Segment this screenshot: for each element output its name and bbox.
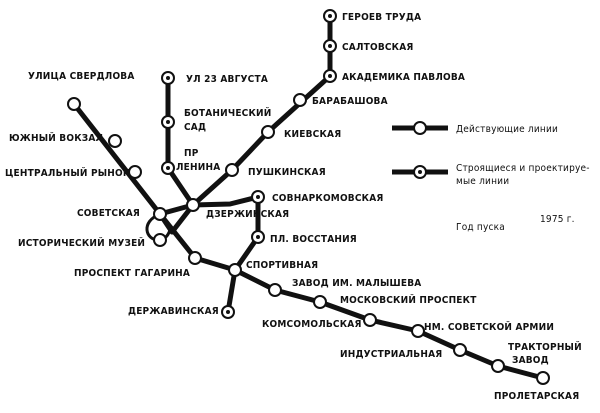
legend-start-year-value: 1975 г.: [540, 214, 575, 225]
label-botanicheskiy-sad-2: САД: [184, 122, 206, 133]
line-3-track: [190, 73, 333, 208]
station-derzhavinskaya[interactable]: [221, 305, 235, 319]
station-ul-23-avgusta[interactable]: [161, 71, 175, 85]
station-pr-lenina[interactable]: [161, 161, 175, 175]
station-zavod-malysheva[interactable]: [268, 283, 282, 297]
label-sportivnaya: СПОРТИВНАЯ: [246, 260, 318, 271]
label-geroev-truda: ГЕРОЕВ ТРУДА: [342, 12, 421, 23]
legend-operating-label: Действующие линии: [456, 124, 558, 135]
station-saltovskaya[interactable]: [323, 39, 337, 53]
station-traktorny-zavod[interactable]: [491, 359, 505, 373]
construction-stations: [161, 9, 337, 319]
label-derzhavinskaya: ДЕРЖАВИНСКАЯ: [128, 306, 219, 317]
stations: [67, 93, 550, 385]
label-saltovskaya: САЛТОВСКАЯ: [342, 42, 414, 53]
station-industrialnaya[interactable]: [453, 343, 467, 357]
station-akademika-pavlova[interactable]: [323, 69, 337, 83]
station-kievskaya[interactable]: [261, 125, 275, 139]
station-sovetskaya[interactable]: [153, 207, 167, 221]
label-industrialnaya: ИНДУСТРИАЛЬНАЯ: [340, 349, 442, 360]
station-sportivnaya[interactable]: [228, 263, 242, 277]
line-sovnarkomovskaya-track: [190, 194, 261, 208]
station-pl-vosstaniya[interactable]: [251, 230, 265, 244]
legend-construction-dot: [418, 170, 422, 174]
label-yuzhny-vokzal: ЮЖНЫЙ ВОКЗАЛ: [9, 131, 103, 144]
station-yuzhny-vokzal[interactable]: [108, 134, 122, 148]
label-proletarskaya: ПРОЛЕТАРСКАЯ: [494, 391, 579, 402]
label-traktorny-zavod-1: ТРАКТОРНЫЙ: [508, 340, 582, 353]
legend-construction: Строящиеся и проектируе- мые линии: [392, 163, 590, 187]
legend: Действующие линии Строящиеся и проектиру…: [392, 121, 590, 233]
legend-operating-circle: [413, 121, 427, 135]
station-prospekt-gagarina[interactable]: [188, 251, 202, 265]
station-geroev-truda[interactable]: [323, 9, 337, 23]
label-nm-sovetskoy-armii: НМ. СОВЕТСКОЙ АРМИИ: [424, 320, 554, 333]
station-labels: ГЕРОЕВ ТРУДА САЛТОВСКАЯ АКАДЕМИКА ПАВЛОВ…: [5, 12, 582, 402]
label-sovnarkomovskaya: СОВНАРКОМОВСКАЯ: [272, 193, 384, 204]
station-nm-sovetskoy-armii[interactable]: [411, 324, 425, 338]
legend-construction-label-2: мые линии: [456, 176, 509, 187]
label-pushkinskaya: ПУШКИНСКАЯ: [248, 167, 326, 178]
label-komsomolskaya: КОМСОМОЛЬСКАЯ: [262, 319, 362, 330]
legend-construction-label-1: Строящиеся и проектируе-: [456, 163, 590, 174]
legend-operating: Действующие линии: [392, 121, 558, 135]
label-moskovskiy-prospekt: МОСКОВСКИЙ ПРОСПЕКТ: [340, 293, 477, 306]
station-proletarskaya[interactable]: [536, 371, 550, 385]
line-2-branch-track: [165, 75, 196, 208]
station-derzhinskaya[interactable]: [186, 198, 200, 212]
label-botanicheskiy-sad-1: БОТАНИЧЕСКИЙ: [184, 106, 272, 119]
label-tsentralny-rynok: ЦЕНТРАЛЬНЫЙ РЫНОК: [5, 166, 131, 179]
station-barabashova[interactable]: [293, 93, 307, 107]
station-ulitsa-sverdlova[interactable]: [67, 97, 81, 111]
label-derzhinskaya: ДЗЕРЖИНСКАЯ: [206, 209, 289, 220]
station-tsentralny-rynok[interactable]: [128, 165, 142, 179]
label-istoricheskiy-muzey: ИСТОРИЧЕСКИЙ МУЗЕЙ: [18, 236, 145, 249]
legend-start-year-label: Год пуска: [456, 222, 505, 233]
station-pushkinskaya[interactable]: [225, 163, 239, 177]
label-zavod-malysheva: ЗАВОД ИМ. МАЛЫШЕВА: [292, 278, 421, 289]
label-traktorny-zavod-2: ЗАВОД: [512, 355, 549, 366]
label-ul-23-avgusta: УЛ 23 АВГУСТА: [186, 74, 268, 85]
label-sovetskaya: СОВЕТСКАЯ: [77, 208, 140, 219]
station-moskovskiy-prospekt[interactable]: [313, 295, 327, 309]
label-akademika-pavlova: АКАДЕМИКА ПАВЛОВА: [342, 72, 465, 83]
station-komsomolskaya[interactable]: [363, 313, 377, 327]
label-ulitsa-sverdlova: УЛИЦА СВЕРДЛОВА: [28, 71, 135, 82]
station-botanicheskiy-sad[interactable]: [161, 115, 175, 129]
label-pr-lenina-1: ПР: [184, 148, 199, 159]
transfer-connector: [157, 202, 196, 235]
line-derzhavinskaya-track: [225, 267, 238, 315]
label-prospekt-gagarina: ПРОСПЕКТ ГАГАРИНА: [74, 268, 190, 279]
label-barabashova: БАРАБАШОВА: [312, 96, 388, 107]
station-sovnarkomovskaya[interactable]: [251, 190, 265, 204]
label-pl-vosstaniya: ПЛ. ВОССТАНИЯ: [270, 234, 357, 245]
station-istoricheskiy-muzey[interactable]: [153, 233, 167, 247]
legend-start-year: Год пуска 1975 г.: [456, 214, 575, 233]
label-kievskaya: КИЕВСКАЯ: [284, 129, 341, 140]
label-pr-lenina-2: ЛЕНИНА: [176, 162, 220, 173]
